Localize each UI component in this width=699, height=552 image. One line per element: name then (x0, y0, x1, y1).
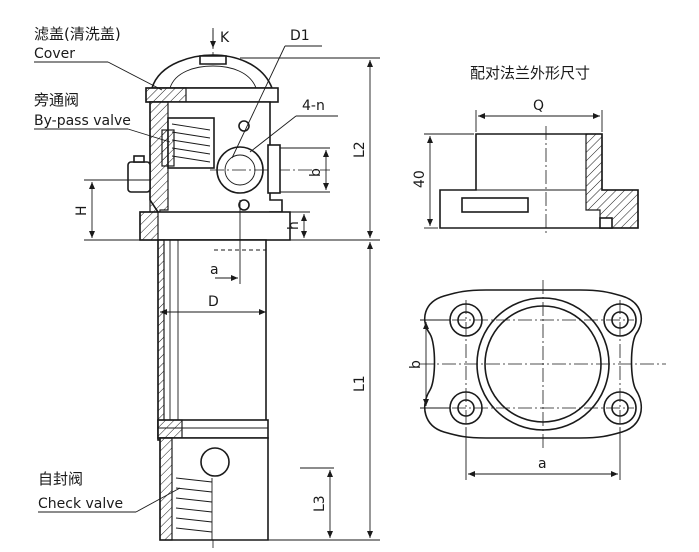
cover-leader (107, 61, 163, 91)
check-valve-ball (200, 447, 230, 477)
q-label: Q (533, 98, 544, 114)
cover-dome-inner (169, 65, 257, 89)
mount-flange-section (139, 211, 159, 241)
b-flange-label: b (408, 360, 424, 369)
cover-label-en: Cover (34, 46, 75, 62)
forty-label: 40 (412, 170, 428, 188)
bypass-leader (127, 128, 171, 143)
check-valve-spring (175, 477, 213, 533)
flange-title: 配对法兰外形尺寸 (470, 64, 590, 82)
check-label-cn: 自封阀 (38, 470, 83, 488)
bypass-plug-cap (133, 155, 145, 163)
mount-hole-top (238, 120, 250, 132)
filter-main-view (127, 30, 330, 548)
bypass-valve-housing (167, 117, 215, 169)
lower-ring-section (157, 419, 183, 439)
check-leader (135, 487, 181, 513)
cover-label-cn: 滤盖(清洗盖) (34, 25, 121, 43)
main-view-dimensions: L2 L1 L3 b h H a D (74, 57, 380, 541)
view-k-label: K (220, 30, 230, 46)
bypass-plug (127, 161, 151, 193)
mount-flange (139, 211, 291, 241)
h-lower-label: h (286, 221, 302, 230)
side-port-boss (267, 144, 281, 194)
b-side-label: b (308, 168, 324, 177)
l3-label: L3 (312, 495, 328, 512)
flange-side-groove (461, 197, 529, 213)
flange-plan-view: b a (408, 280, 666, 480)
l2-label: L2 (352, 141, 368, 158)
flange-side-view: 配对法兰外形尺寸 Q 40 (412, 64, 639, 236)
bypass-label-en: By-pass valve (34, 113, 131, 129)
bypass-valve-spring (171, 123, 211, 163)
check-label-en: Check valve (38, 496, 123, 512)
bypass-seat-section (161, 129, 175, 167)
h-upper-label: H (74, 205, 90, 216)
cover-dome (150, 54, 274, 89)
bypass-label-cn: 旁通阀 (34, 91, 79, 109)
cover-flange-section (145, 87, 187, 103)
flange-side-section (585, 133, 639, 229)
l1-label: L1 (352, 375, 368, 392)
holes-leader (249, 115, 297, 153)
d1-label: D1 (290, 28, 310, 44)
flange-side-notch (599, 217, 613, 229)
a-main-label: a (210, 262, 219, 278)
tube-wall-section (157, 239, 165, 431)
mount-hole-bottom (238, 199, 250, 211)
main-view-labels: 滤盖(清洗盖) Cover 旁通阀 By-pass valve 自封阀 Chec… (34, 25, 338, 513)
a-flange-label: a (538, 456, 547, 472)
d-main-label: D (208, 294, 219, 310)
cover-top-knob (199, 55, 227, 65)
d1-leader (231, 45, 286, 159)
holes-label: 4-n (302, 98, 325, 114)
lower-housing-section (159, 437, 173, 541)
